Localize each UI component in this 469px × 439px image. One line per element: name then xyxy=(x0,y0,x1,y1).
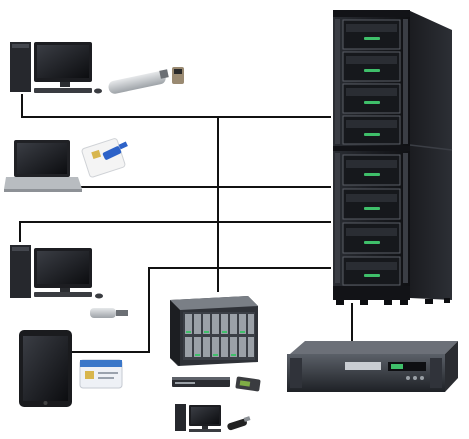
hsm-appliance[interactable] xyxy=(287,341,458,392)
rack-appliance-icon xyxy=(287,341,458,392)
usb-flash-drive-icon xyxy=(227,416,251,431)
connection-tablet xyxy=(72,267,331,353)
desktop-top[interactable] xyxy=(10,42,184,95)
connection-desktop-middle xyxy=(19,221,331,242)
tablet-icon xyxy=(19,330,72,407)
laptop[interactable] xyxy=(4,138,128,192)
workstation-bottom[interactable] xyxy=(175,404,251,432)
blade-enclosure[interactable] xyxy=(170,296,261,392)
connection-desktop-top xyxy=(21,94,331,118)
blade-server-icon xyxy=(170,296,258,366)
tablet[interactable] xyxy=(19,330,123,407)
desktop-computer-icon xyxy=(10,245,103,299)
desktop-computer-icon xyxy=(175,404,221,432)
smart-card-icon xyxy=(79,359,123,389)
rack-appliance-icon xyxy=(172,376,261,392)
laptop-icon xyxy=(4,140,82,192)
server-rack-icon xyxy=(333,10,453,305)
desktop-computer-icon xyxy=(10,42,102,94)
usb-flash-drive-icon xyxy=(108,67,184,94)
smart-card-icon xyxy=(81,138,128,178)
server-rack[interactable] xyxy=(333,10,453,305)
usb-flash-drive-icon xyxy=(90,308,128,318)
desktop-middle[interactable] xyxy=(10,245,128,318)
server-units xyxy=(342,19,401,286)
connection-laptop xyxy=(39,186,331,192)
